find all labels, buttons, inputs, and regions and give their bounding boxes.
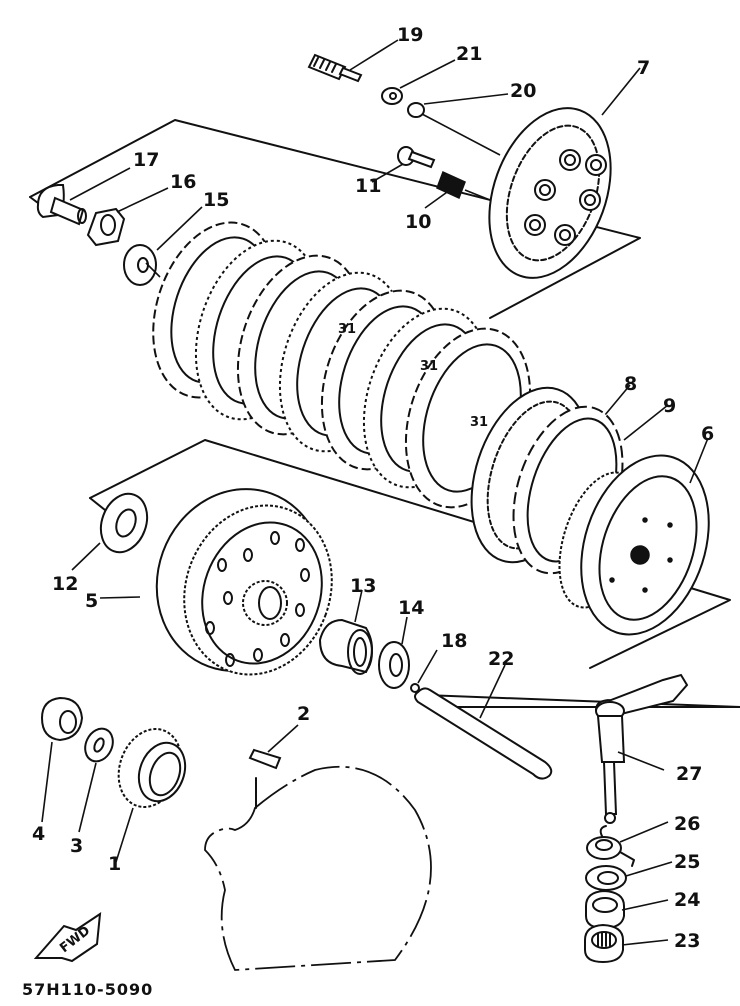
part-15-lock-washer[interactable] <box>123 206 203 286</box>
part-20-washer[interactable] <box>407 93 509 156</box>
callout-17: 17 <box>133 149 159 171</box>
callout-4: 4 <box>32 823 45 845</box>
callout-11: 11 <box>355 175 381 197</box>
part-7-pressure-plate[interactable] <box>467 67 641 295</box>
callout-25: 25 <box>674 851 700 873</box>
callout-2: 2 <box>297 703 310 725</box>
part-25-washer[interactable] <box>585 861 673 891</box>
part-19-adjusting-screw[interactable] <box>307 39 399 83</box>
callout-3: 3 <box>70 835 83 857</box>
figure-code: 57H110-5090 <box>22 980 153 999</box>
part-18-ball[interactable] <box>410 649 438 693</box>
clutch-plate-stack[interactable]: 31 31 31 <box>132 206 552 523</box>
plate-marking: 31 <box>420 359 438 374</box>
part-1-primary-drive-gear[interactable] <box>108 720 193 863</box>
callout-15: 15 <box>203 189 229 211</box>
part-4-nut[interactable] <box>40 696 84 823</box>
forward-direction-arrow-icon: FWD <box>33 911 102 963</box>
callout-9: 9 <box>663 395 676 417</box>
part-16-nut[interactable] <box>86 187 169 247</box>
part-10-spring[interactable] <box>424 170 491 209</box>
part-11-bolt[interactable] <box>371 146 436 183</box>
plate-marking: 31 <box>338 322 356 337</box>
callout-13: 13 <box>350 575 376 597</box>
part-24-oil-seal[interactable] <box>585 889 669 930</box>
part-17-push-lever-shaft[interactable] <box>36 167 131 226</box>
crankshaft-outline <box>204 765 432 971</box>
part-2-key[interactable] <box>248 724 299 770</box>
callout-24: 24 <box>674 889 700 911</box>
part-26-return-spring[interactable] <box>586 821 669 867</box>
callout-6: 6 <box>701 423 714 445</box>
callout-5: 5 <box>85 590 98 612</box>
part-21-nut[interactable] <box>381 59 456 105</box>
callout-12: 12 <box>52 573 78 595</box>
part-14-washer[interactable] <box>378 616 410 689</box>
part-3-washer[interactable] <box>78 724 118 833</box>
part-22-push-rod[interactable] <box>414 664 740 780</box>
callout-21: 21 <box>456 43 482 65</box>
callout-18: 18 <box>441 630 467 652</box>
callout-8: 8 <box>624 373 637 395</box>
callout-20: 20 <box>510 80 536 102</box>
callout-16: 16 <box>170 171 196 193</box>
callout-19: 19 <box>397 24 423 46</box>
part-12-thrust-washer[interactable] <box>71 487 155 571</box>
callout-14: 14 <box>398 597 424 619</box>
plate-marking: 31 <box>470 415 488 430</box>
part-13-collar[interactable] <box>318 589 373 675</box>
callout-26: 26 <box>674 813 700 835</box>
callout-23: 23 <box>674 930 700 952</box>
lower-assembly-bracket <box>89 439 731 669</box>
part-27-push-lever-shaft[interactable] <box>594 673 689 824</box>
callout-labels: 19 21 20 7 11 10 17 16 15 8 9 6 12 5 13 … <box>32 24 714 952</box>
upper-assembly-bracket <box>29 119 641 319</box>
part-5-clutch-housing[interactable] <box>99 466 355 696</box>
callout-22: 22 <box>488 648 514 670</box>
callout-7: 7 <box>637 57 650 79</box>
callout-27: 27 <box>676 763 702 785</box>
callout-10: 10 <box>405 211 431 233</box>
part-6-clutch-boss[interactable] <box>544 437 730 651</box>
part-23-bearing[interactable] <box>584 923 669 964</box>
callout-1: 1 <box>108 853 121 875</box>
